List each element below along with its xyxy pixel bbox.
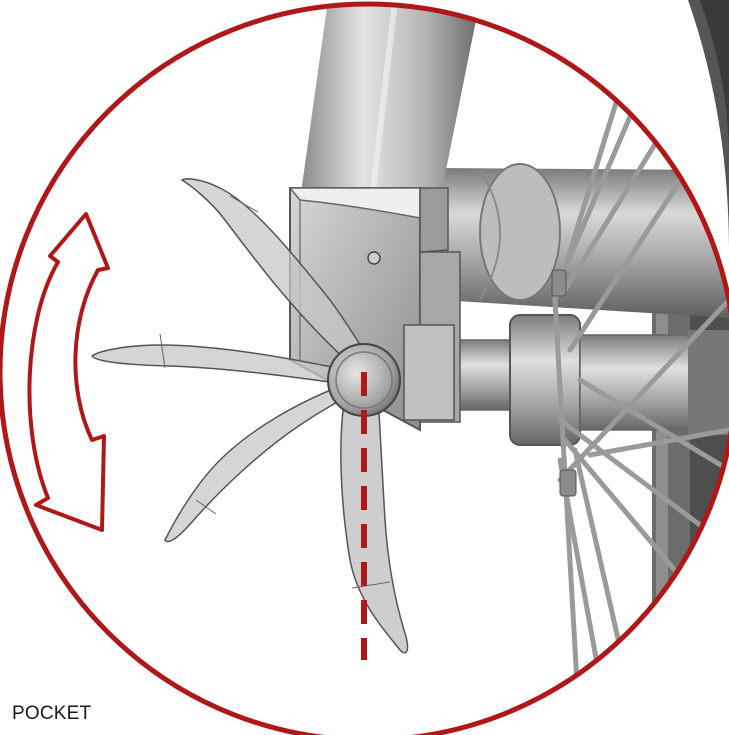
spoke-nipples <box>551 269 577 497</box>
lever-ghost-up <box>181 178 371 369</box>
rotation-arrow-icon <box>27 212 110 532</box>
lever-ghost-lower-left <box>164 381 361 543</box>
tire <box>688 0 729 260</box>
lever-active <box>340 394 409 654</box>
pocket-label: POCKET <box>12 703 92 724</box>
lever-ghost-left <box>91 344 356 386</box>
bracket-bolt-icon <box>367 251 381 265</box>
frame-tube-diagonal <box>300 2 480 201</box>
frame-tube-horizontal <box>440 163 729 318</box>
